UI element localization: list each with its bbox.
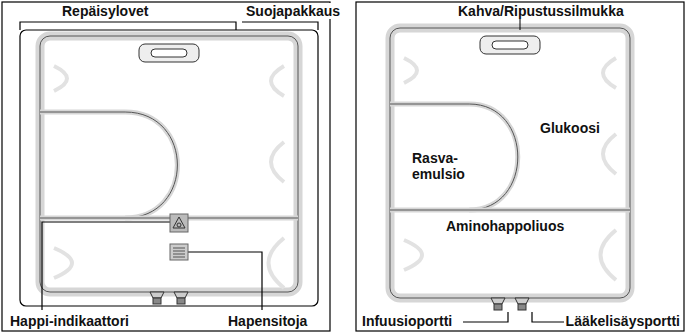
part-label: Repäisylovet: [60, 3, 150, 19]
leader-lines: [42, 16, 564, 322]
part-label: Happi-indikaattori: [8, 313, 131, 329]
chamber-label: Rasva- emulsio: [412, 150, 476, 182]
amino-acid-chamber: Aminohappoliuos: [446, 218, 564, 234]
panel-frame: [2, 2, 330, 331]
part-label: Lääkelisäysportti: [564, 313, 682, 329]
part-label: Suojapakkaus: [244, 3, 342, 19]
part-label: Infuusioportti: [360, 313, 454, 329]
bag: [40, 36, 298, 304]
chamber-label: Glukoosi: [540, 120, 600, 136]
overwrap: [20, 30, 318, 306]
part-label: Kahva/Ripustussilmukka: [456, 3, 626, 19]
indicator-symbols: [170, 214, 188, 260]
part-label: Hapensitoja: [226, 313, 309, 329]
panel-frame: [356, 2, 684, 331]
chamber-label: Aminohappoliuos: [446, 218, 564, 234]
bracket: [242, 22, 318, 30]
bracket: [20, 22, 236, 30]
glucose-chamber: Glukoosi: [540, 120, 600, 136]
bag: [390, 28, 630, 310]
lipid-chamber: Rasva- emulsio: [412, 150, 476, 182]
